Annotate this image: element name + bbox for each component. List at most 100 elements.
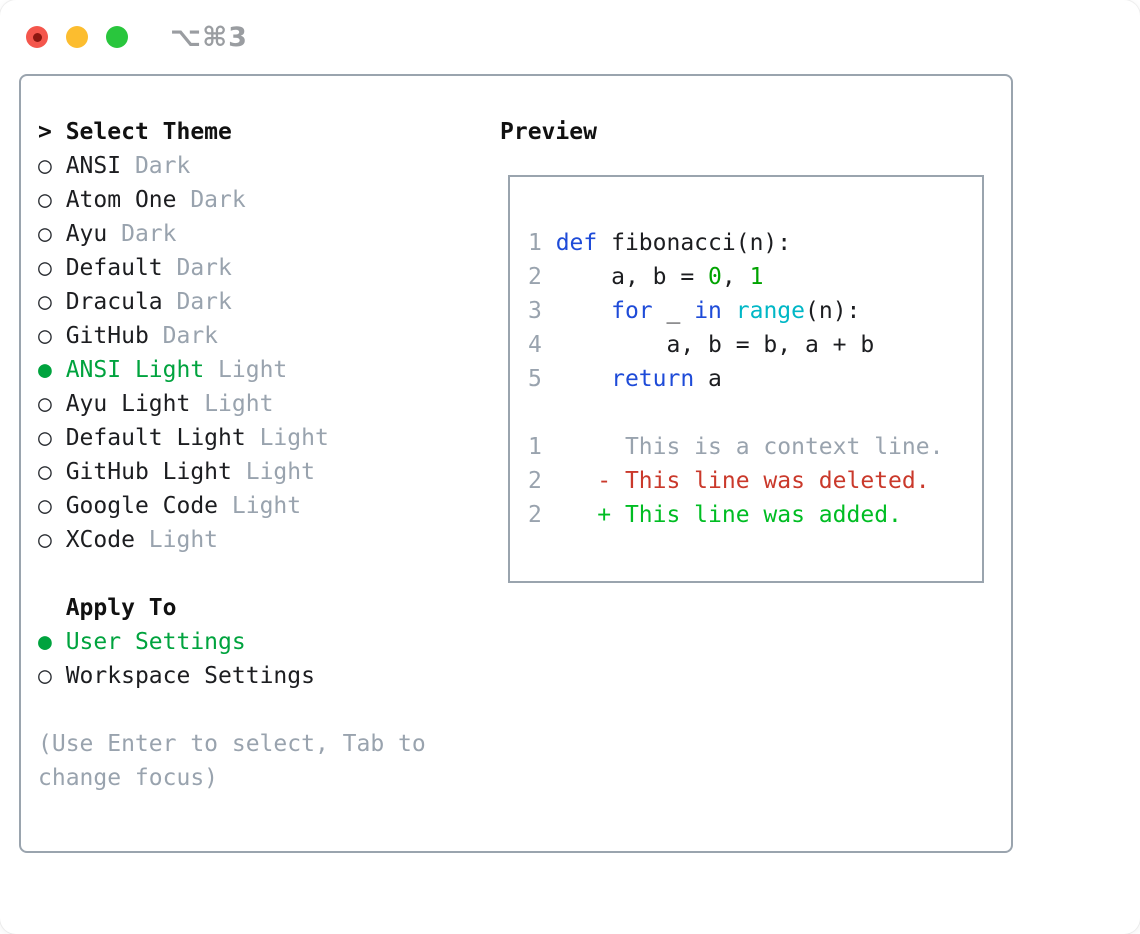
theme-option-7[interactable]: ○ Ayu Light Light <box>38 387 500 421</box>
zoom-button[interactable] <box>106 26 128 48</box>
section-gap <box>38 557 500 591</box>
theme-option-8[interactable]: ○ Default Light Light <box>38 421 500 455</box>
theme-option-2[interactable]: ○ Ayu Dark <box>38 217 500 251</box>
token-num: 5 <box>528 366 556 392</box>
token-kw: for <box>611 298 653 324</box>
token-kw: in <box>694 298 722 324</box>
traffic-lights <box>26 26 128 48</box>
token-plain: a, b = <box>555 264 709 290</box>
token-lit: 0 <box>708 264 722 290</box>
token-fn: range <box>735 298 805 324</box>
theme-option-1[interactable]: ○ Atom One Dark <box>38 183 500 217</box>
theme-option-4[interactable]: ○ Dracula Dark <box>38 285 500 319</box>
theme-option-8-variant: Light <box>259 425 329 451</box>
token-kw: def <box>555 230 598 256</box>
radio-icon: ○ <box>38 221 66 247</box>
theme-option-6-label: ANSI Light <box>65 357 219 383</box>
code-line: 3 for _ in range(n): <box>528 294 982 328</box>
theme-option-0-label: ANSI <box>65 153 135 179</box>
radio-icon: ○ <box>38 187 66 213</box>
code-line: 5 return a <box>528 362 982 396</box>
code-line: 1 def fibonacci(n): <box>528 226 982 260</box>
code-line: 4 a, b = b, a + b <box>528 328 982 362</box>
token-gray: This is a context line. <box>541 434 944 460</box>
token-del: - This line was deleted. <box>541 468 930 494</box>
theme-option-3[interactable]: ○ Default Dark <box>38 251 500 285</box>
token-plain <box>722 298 736 324</box>
token-plain: a, b = b, a + b <box>555 332 875 358</box>
theme-option-0-variant: Dark <box>134 153 191 179</box>
theme-option-7-variant: Light <box>204 391 274 417</box>
code-line <box>528 192 982 226</box>
code-line: 2 - This line was deleted. <box>528 464 982 498</box>
token-num: 2 <box>528 502 542 528</box>
radio-icon: ○ <box>38 527 66 553</box>
code-line: 2 a, b = 0, 1 <box>528 260 982 294</box>
token-plain: a <box>694 366 722 392</box>
theme-picker-panel: > Select Theme ○ ANSI Dark○ Atom One Dar… <box>19 74 1013 853</box>
token-num: 1 <box>528 230 556 256</box>
prompt-icon: > <box>38 119 66 145</box>
select-theme-heading: > Select Theme <box>38 115 500 149</box>
apply-to-options: ● User Settings○ Workspace Settings <box>38 625 500 693</box>
theme-option-8-label: Default Light <box>65 425 260 451</box>
token-lit: 1 <box>749 264 764 290</box>
theme-option-1-label: Atom One <box>65 187 191 213</box>
apply-option-1-label: Workspace Settings <box>65 663 315 689</box>
token-plain: fibonacci(n): <box>597 230 792 256</box>
token-plain <box>556 298 611 324</box>
token-plain <box>556 366 611 392</box>
token-plain: (n): <box>805 298 861 324</box>
code-line: 1 This is a context line. <box>528 430 982 464</box>
radio-icon: ○ <box>38 493 66 519</box>
theme-option-3-label: Default <box>65 255 177 281</box>
token-kw: return <box>611 366 695 392</box>
theme-option-11[interactable]: ○ XCode Light <box>38 523 500 557</box>
radio-icon: ○ <box>38 391 66 417</box>
code-line: 2 + This line was added. <box>528 498 982 532</box>
theme-option-10[interactable]: ○ Google Code Light <box>38 489 500 523</box>
hint-line-2: change focus) <box>38 765 219 791</box>
theme-option-6[interactable]: ● ANSI Light Light <box>38 353 500 387</box>
theme-option-5-variant: Dark <box>162 323 219 349</box>
radio-icon: ○ <box>38 425 66 451</box>
apply-to-heading-label: Apply To <box>65 595 177 621</box>
hint-line-1: (Use Enter to select, Tab to <box>38 731 426 757</box>
radio-icon: ○ <box>38 323 66 349</box>
theme-option-11-variant: Light <box>148 527 219 553</box>
minimize-button[interactable] <box>66 26 88 48</box>
radio-icon: ○ <box>38 153 66 179</box>
theme-list-column: > Select Theme ○ ANSI Dark○ Atom One Dar… <box>38 115 500 851</box>
theme-option-5-label: GitHub <box>65 323 163 349</box>
apply-option-1[interactable]: ○ Workspace Settings <box>38 659 500 693</box>
theme-option-0[interactable]: ○ ANSI Dark <box>38 149 500 183</box>
token-num: 4 <box>528 332 556 358</box>
code-line <box>528 396 982 430</box>
apply-option-0[interactable]: ● User Settings <box>38 625 500 659</box>
apply-to-indent <box>38 595 66 621</box>
code-line <box>528 532 982 566</box>
preview-heading: Preview <box>500 119 597 145</box>
preview-column: Preview 1 def fibonacci(n):2 a, b = 0, 1… <box>500 115 1011 851</box>
theme-option-2-variant: Dark <box>121 221 177 247</box>
theme-option-1-variant: Dark <box>190 187 246 213</box>
theme-option-10-label: Google Code <box>65 493 232 519</box>
theme-option-10-variant: Light <box>231 493 302 519</box>
theme-option-7-label: Ayu Light <box>65 391 205 417</box>
token-num: 2 <box>528 468 542 494</box>
radio-icon: ○ <box>38 459 66 485</box>
close-button[interactable] <box>26 26 48 48</box>
section-gap <box>38 693 500 727</box>
theme-option-9[interactable]: ○ GitHub Light Light <box>38 455 500 489</box>
theme-option-9-variant: Light <box>245 459 315 485</box>
theme-option-5[interactable]: ○ GitHub Dark <box>38 319 500 353</box>
radio-icon: ○ <box>38 663 66 689</box>
window-title: ⌥⌘3 <box>170 21 248 53</box>
radio-icon: ○ <box>38 289 66 315</box>
theme-option-11-label: XCode <box>65 527 149 553</box>
title-bar: ⌥⌘3 <box>0 0 1140 74</box>
token-add: + This line was added. <box>541 502 902 528</box>
